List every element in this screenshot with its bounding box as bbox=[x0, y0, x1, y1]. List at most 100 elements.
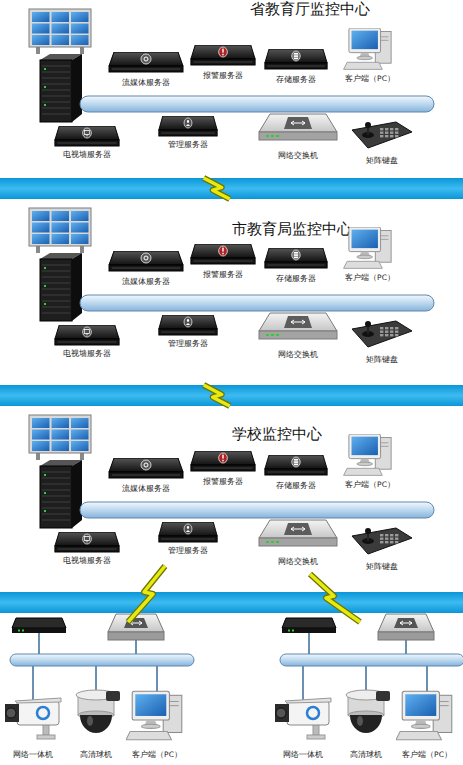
device-icon bbox=[108, 251, 184, 273]
device-icon bbox=[108, 458, 184, 480]
wireless-link bbox=[204, 385, 230, 406]
label-stack: 电视墙服务器 bbox=[42, 349, 132, 359]
device-label: 电视墙服务器 bbox=[42, 349, 132, 359]
server-box: 流媒体服务器 bbox=[108, 458, 184, 494]
device-icon bbox=[264, 455, 328, 477]
label-stack: 网络一体机 bbox=[261, 750, 345, 760]
device-icon bbox=[273, 692, 333, 742]
label-stack: 流媒体服务器 bbox=[96, 78, 196, 88]
label-stack: 流媒体服务器 bbox=[96, 277, 196, 287]
server-box: 存储服务器 bbox=[264, 49, 328, 85]
label-stack: 电视墙服务器 bbox=[42, 556, 132, 566]
label-stack: 矩阵键盘 bbox=[338, 562, 426, 572]
device-icon bbox=[258, 113, 338, 143]
device-icon bbox=[190, 451, 256, 473]
device-icon bbox=[54, 532, 120, 554]
label-stack: 存储服务器 bbox=[252, 75, 340, 85]
center-equipment bbox=[29, 415, 434, 528]
server-box: 流媒体服务器 bbox=[108, 52, 184, 88]
label-stack: 管理服务器 bbox=[146, 339, 230, 349]
device-label: 网络交换机 bbox=[246, 557, 350, 567]
device-label: 网络一体机 bbox=[0, 750, 75, 760]
label-stack: 管理服务器 bbox=[146, 546, 230, 556]
device-icon bbox=[258, 312, 338, 342]
network-camera: 网络一体机 bbox=[3, 692, 63, 760]
label-stack: 报警服务器 bbox=[178, 270, 268, 280]
device-label: 矩阵键盘 bbox=[338, 156, 426, 166]
device-icon bbox=[158, 116, 218, 138]
server-box: 报警服务器 bbox=[190, 451, 256, 487]
device-icon bbox=[54, 126, 120, 148]
device-label: 流媒体服务器 bbox=[96, 484, 196, 494]
center-equipment bbox=[29, 9, 434, 122]
label-stack: 网络一体机 bbox=[0, 750, 75, 760]
device-icon bbox=[3, 692, 63, 742]
device-icon bbox=[54, 325, 120, 347]
device-label: 矩阵键盘 bbox=[338, 355, 426, 365]
label-stack: 客户端（PC） bbox=[114, 750, 200, 760]
device-label: 客户端（PC） bbox=[384, 750, 463, 760]
device-icon bbox=[190, 244, 256, 266]
device-label: 存储服务器 bbox=[252, 75, 340, 85]
center-title: 市教育局监控中心 bbox=[232, 220, 352, 238]
label-stack: 客户端（PC） bbox=[326, 74, 414, 84]
device-label: 电视墙服务器 bbox=[42, 150, 132, 160]
bolt-core bbox=[204, 385, 230, 406]
network-band bbox=[0, 178, 463, 199]
server-box: 管理服务器 bbox=[158, 116, 218, 150]
device-label: 高清球机 bbox=[56, 750, 136, 760]
monitoring-center: 省教育厅监控中心流媒体服务器报警服务器存储服务器客户端（PC） 电视墙服务器 管理服… bbox=[0, 0, 463, 178]
client-pc: 客户端（PC） bbox=[338, 28, 402, 84]
label-stack: 高清球机 bbox=[56, 750, 136, 760]
device-icon bbox=[264, 248, 328, 270]
device-label: 流媒体服务器 bbox=[96, 78, 196, 88]
matrix-keyboard: 矩阵键盘 bbox=[350, 526, 414, 572]
device-label: 报警服务器 bbox=[178, 71, 268, 81]
device-icon bbox=[68, 688, 124, 742]
server-box: 管理服务器 bbox=[158, 522, 218, 556]
label-stack: 矩阵键盘 bbox=[338, 355, 426, 365]
device-label: 客户端（PC） bbox=[326, 74, 414, 84]
label-stack: 管理服务器 bbox=[146, 140, 230, 150]
lan-segment bbox=[10, 614, 194, 700]
center-title: 学校监控中心 bbox=[232, 425, 322, 443]
matrix-keyboard: 矩阵键盘 bbox=[350, 319, 414, 365]
network-switch: 网络交换机 bbox=[258, 113, 338, 161]
center-title: 省教育厅监控中心 bbox=[250, 0, 370, 18]
server-box: 电视墙服务器 bbox=[54, 126, 120, 160]
device-icon bbox=[158, 522, 218, 544]
bolt-outline bbox=[204, 178, 230, 199]
label-stack: 网络交换机 bbox=[246, 151, 350, 161]
wireless-bolt bbox=[128, 566, 165, 622]
label-stack: 存储服务器 bbox=[252, 274, 340, 284]
device-icon bbox=[350, 120, 414, 150]
label-stack: 流媒体服务器 bbox=[96, 484, 196, 494]
network-switch: 网络交换机 bbox=[258, 312, 338, 360]
device-label: 存储服务器 bbox=[252, 481, 340, 491]
device-label: 管理服务器 bbox=[146, 140, 230, 150]
network-switch: 网络交换机 bbox=[258, 519, 338, 567]
monitoring-center: 市教育局监控中心流媒体服务器报警服务器存储服务器客户端（PC） 电视墙服务器 管理服… bbox=[0, 199, 463, 385]
device-label: 管理服务器 bbox=[146, 339, 230, 349]
device-icon bbox=[158, 315, 218, 337]
label-stack: 高清球机 bbox=[326, 750, 406, 760]
device-label: 存储服务器 bbox=[252, 274, 340, 284]
network-camera: 网络一体机 bbox=[273, 692, 333, 760]
wireless-link bbox=[204, 178, 230, 199]
device-label: 网络一体机 bbox=[261, 750, 345, 760]
bolt-outline bbox=[204, 385, 230, 406]
server-box: 电视墙服务器 bbox=[54, 325, 120, 359]
bolt-core bbox=[204, 178, 230, 199]
dome-camera: 高清球机 bbox=[68, 688, 124, 760]
device-icon bbox=[338, 688, 394, 742]
device-icon bbox=[350, 526, 414, 556]
device-icon bbox=[126, 690, 188, 744]
device-icon bbox=[258, 519, 338, 549]
center-equipment bbox=[29, 208, 434, 321]
network-band bbox=[0, 385, 463, 406]
wireless-bolt bbox=[310, 574, 360, 622]
device-icon bbox=[264, 49, 328, 71]
client-pc: 客户端（PC） bbox=[338, 227, 402, 283]
